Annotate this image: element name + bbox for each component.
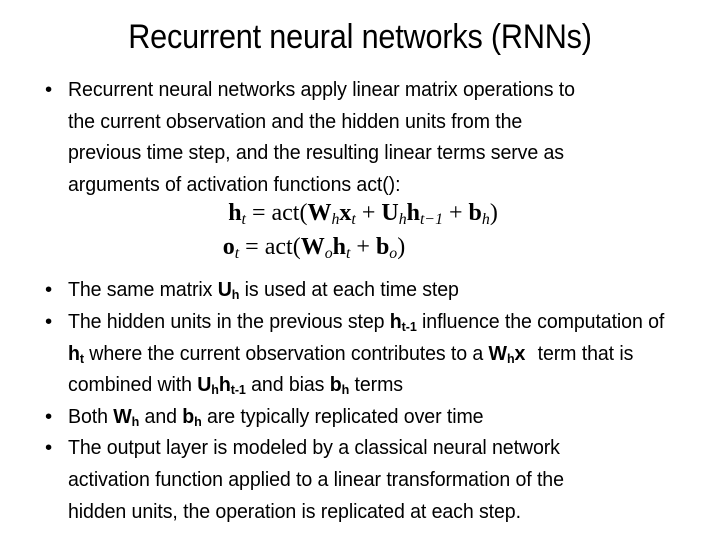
eq-term-U: U <box>381 200 399 226</box>
math-var-base: x <box>514 341 526 365</box>
math-var-base: h <box>68 341 80 365</box>
line-3: hidden units, the operation is replicate… <box>68 499 521 523</box>
eq-lhs-sub: t <box>234 244 240 262</box>
eq-lhs-base: h <box>228 200 242 226</box>
math-var-sub: t <box>79 350 84 366</box>
line-1: Recurrent neural networks apply linear m… <box>68 78 575 101</box>
text-fragment: and <box>139 404 183 428</box>
bullet-marker-icon: • <box>45 309 53 333</box>
eq-term-x: x <box>339 200 352 226</box>
math-var-sub: h <box>211 382 219 398</box>
text-fragment: is used at each time step <box>239 278 459 302</box>
line-1: The output layer is modeled by a classic… <box>68 436 560 460</box>
eq-plus: + <box>361 200 376 226</box>
equation-output: ot = act(Woht + bo) <box>0 230 720 264</box>
math-var-sub: t-1 <box>401 318 417 334</box>
text-fragment: influence the computation of <box>416 309 665 333</box>
text-fragment: where the current observation contribute… <box>83 341 489 365</box>
math-var-base: W <box>488 341 507 365</box>
bullet-list: • Recurrent neural networks apply linear… <box>36 74 712 527</box>
math-var-sub: h <box>194 413 202 429</box>
eq-term-b-sub: o <box>389 244 398 262</box>
list-item-text: The output layer is modeled by a classic… <box>68 436 587 523</box>
list-item-text: The hidden units in the previous step ht… <box>68 310 712 398</box>
eq-paren-close: ) <box>397 234 406 260</box>
eq-equals: = <box>251 200 266 226</box>
eq-term-h-sub: t <box>345 244 351 262</box>
text-fragment: Both <box>68 404 114 428</box>
eq-term-h: h <box>332 234 346 260</box>
math-var-h-tminus1: ht-1 <box>219 373 246 396</box>
math-var-x: x <box>515 342 526 365</box>
math-var-base: h <box>218 373 231 397</box>
math-var-sub: t-1 <box>230 382 246 398</box>
math-var-sub: h <box>231 287 240 303</box>
math-var-base: U <box>197 373 212 397</box>
eq-term-U-sub: h <box>398 210 407 228</box>
eq-lhs-base: o <box>222 234 235 260</box>
eq-term-h: h <box>406 200 420 226</box>
text-fragment: are typically replicated over time <box>201 404 484 428</box>
spacing-gap <box>525 342 537 365</box>
list-item-hidden-units: • The hidden units in the previous step … <box>36 306 712 401</box>
eq-equals: = <box>245 234 259 260</box>
bullet-marker-icon: • <box>45 436 53 460</box>
eq-lhs-sub: t <box>241 210 246 228</box>
bullet-marker-icon: • <box>45 78 53 101</box>
text-fragment: The same matrix <box>68 278 218 302</box>
math-var-base: W <box>113 404 132 428</box>
math-var-sub: h <box>506 350 515 366</box>
list-item-intro: • Recurrent neural networks apply linear… <box>36 74 712 200</box>
eq-paren-open: ( <box>299 200 308 226</box>
math-var-sub: h <box>131 413 140 429</box>
list-item-text: Recurrent neural networks apply linear m… <box>68 78 599 196</box>
bullet-marker-icon: • <box>45 278 53 302</box>
math-var-W-h: Wh <box>489 342 515 365</box>
line-3: previous time step, and the resulting li… <box>68 141 565 165</box>
list-item-text: Both Wh and bh are typically replicated … <box>68 405 503 428</box>
list-item-replicated: • Both Wh and bh are typically replicate… <box>36 401 712 433</box>
math-var-U-h: Uh <box>218 278 240 301</box>
list-item-same-matrix: • The same matrix Uh is used at each tim… <box>36 274 712 306</box>
equation-hidden-state: ht = act(Whxt + Uhht−1 + bh) <box>0 196 720 230</box>
math-var-U-h: Uh <box>197 373 219 396</box>
bullet-marker-icon: • <box>45 404 53 428</box>
eq-term-W-sub: o <box>324 244 333 262</box>
math-var-b-h: bh <box>182 404 202 429</box>
text-fragment: The hidden units in the previous step <box>68 309 390 333</box>
math-var-base: b <box>182 404 195 428</box>
eq-function-name: act <box>271 200 300 226</box>
math-var-base: U <box>217 278 232 302</box>
eq-term-h-sub: t−1 <box>419 210 443 228</box>
eq-paren-open: ( <box>292 234 301 260</box>
eq-term-W: W <box>307 200 332 226</box>
eq-plus: + <box>448 200 463 226</box>
math-var-base: b <box>329 373 342 397</box>
eq-term-W: W <box>300 234 325 260</box>
text-fragment: and bias <box>245 373 330 397</box>
math-var-h-tminus1: ht-1 <box>390 310 417 333</box>
math-var-h-t: ht <box>68 342 84 365</box>
text-fragment: term that is combined with <box>68 341 634 397</box>
math-var-W-h: Wh <box>113 405 139 428</box>
math-var-b-h: bh <box>329 373 350 398</box>
math-var-sub: h <box>341 382 350 398</box>
line-2: the current observation and the hidden u… <box>68 109 523 133</box>
math-var-base: h <box>389 309 402 333</box>
text-fragment: terms <box>349 373 404 397</box>
eq-term-b: b <box>375 234 390 260</box>
eq-function-name: act <box>264 234 293 260</box>
line-4: arguments of activation functions act(): <box>68 172 401 196</box>
eq-paren-close: ) <box>489 200 498 226</box>
list-item-text: The same matrix Uh is used at each time … <box>68 278 477 301</box>
page-title: Recurrent neural networks (RNNs) <box>128 18 592 56</box>
eq-term-x-sub: t <box>351 210 356 228</box>
eq-term-b-sub: h <box>481 210 490 228</box>
eq-term-W-sub: h <box>331 210 340 228</box>
equation-block: ht = act(Whxt + Uhht−1 + bh) ot = act(Wo… <box>0 196 720 264</box>
eq-plus: + <box>356 234 370 260</box>
list-item-output-layer: • The output layer is modeled by a class… <box>36 432 712 527</box>
line-2: activation function applied to a linear … <box>68 467 564 491</box>
eq-term-b: b <box>468 200 482 226</box>
